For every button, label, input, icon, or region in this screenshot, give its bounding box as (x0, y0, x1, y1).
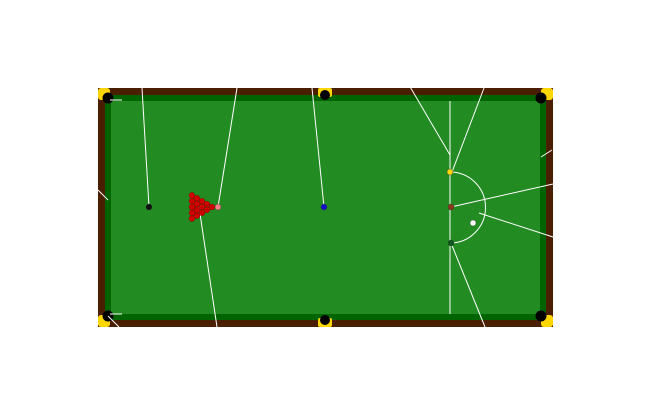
black-ball (145, 203, 153, 211)
guide-lines (97, 84, 554, 328)
guide-line (107, 315, 120, 328)
pink-ball (214, 203, 222, 211)
red-ball (203, 201, 211, 208)
cue-ball (469, 219, 477, 227)
guide-line (217, 87, 238, 208)
guide-line (198, 206, 218, 328)
yellow-ball (446, 168, 454, 176)
red-ball (193, 212, 201, 219)
guide-line (141, 87, 150, 208)
pocket-top-middle (320, 90, 330, 100)
guide-line (450, 183, 554, 208)
red-ball (198, 198, 206, 205)
balls (145, 168, 477, 247)
red-ball (198, 209, 206, 216)
pockets (102, 90, 547, 325)
pocket-top-right (535, 92, 547, 104)
red-ball (193, 201, 201, 208)
red-ball (188, 198, 196, 205)
guide-line (450, 242, 486, 328)
brown-ball (447, 203, 455, 211)
pocket-bottom-right (535, 310, 547, 322)
red-ball (193, 206, 201, 214)
pocket-bottom-middle (320, 315, 330, 325)
guide-line (408, 84, 451, 156)
blue-ball (320, 203, 328, 211)
red-ball (193, 195, 201, 202)
red-ball (203, 206, 211, 214)
red-ball (198, 203, 206, 211)
reds-triangle (188, 192, 216, 222)
red-ball (208, 203, 216, 211)
guide-line (97, 189, 109, 201)
red-ball (188, 209, 196, 216)
pocket-top-left (102, 92, 114, 104)
guide-line (478, 212, 554, 238)
red-ball (188, 192, 196, 199)
green-ball (447, 239, 455, 247)
red-ball (188, 215, 196, 222)
red-ball (188, 203, 196, 211)
guide-line (311, 87, 325, 208)
guide-line (540, 149, 553, 158)
guide-line (451, 87, 485, 173)
baulk-d (449, 171, 486, 244)
